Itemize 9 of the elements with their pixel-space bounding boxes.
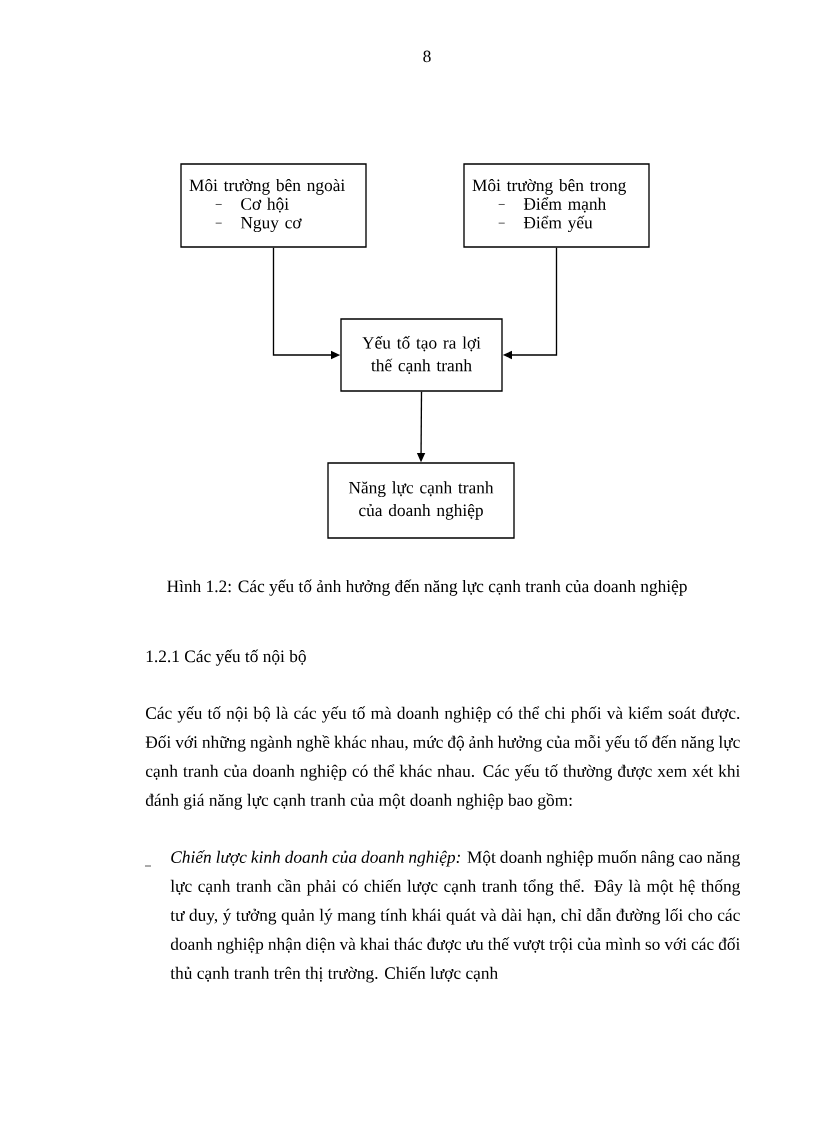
- paragraph: Các yếu tố nội bộ là các yếu tố mà doanh nghiệp có thể chi phối và kiểm soát được. Đối với những ngành nghề khác nhau, mức độ ảnh hưởng của mỗi yếu tố đến năng lực cạnh tranh của doanh nghiệp có thể khác nhau. Các yếu tố thường được xem xét khi đánh giá năng lực cạnh tranh của một doanh nghiệp bao gồm:: [145, 706, 740, 810]
- section-heading: 1.2.1 Các yếu tố nội bộ: [146, 649, 306, 666]
- process-box: Môi trường bên trong Điểm mạnh Điểm yếu: [463, 163, 650, 248]
- process-box: Năng lực cạnh tranh của doanh nghiệp: [327, 462, 515, 539]
- process-box: Yếu tố tạo ra lợi thế cạnh tranh: [340, 318, 503, 392]
- bullet-paragraph: Chiến lược kinh doanh của doanh nghiệp: Một doanh nghiệp muốn nâng cao năng lực cạnh tranh cần phải có chiến lược cạnh tranh tổng thể. Đây là một hệ thống tư duy, ý tưởng quản lý mang tính khái quát và dài hạn, chỉ dẫn đường lối cho các doanh nghiệp nhận diện và khai thác được ưu thế vượt trội của mình so với các đối thủ cạnh tranh trên thị trường. Chiến lược cạnh: [170, 850, 740, 983]
- figure-caption: Hình 1.2: Các yếu tố ảnh hưởng đến năng lực cạnh tranh của doanh nghiệp: [167, 579, 687, 596]
- process-box: Môi trường bên ngoài Cơ hội Nguy cơ: [180, 163, 367, 248]
- page-number: 8: [423, 50, 431, 63]
